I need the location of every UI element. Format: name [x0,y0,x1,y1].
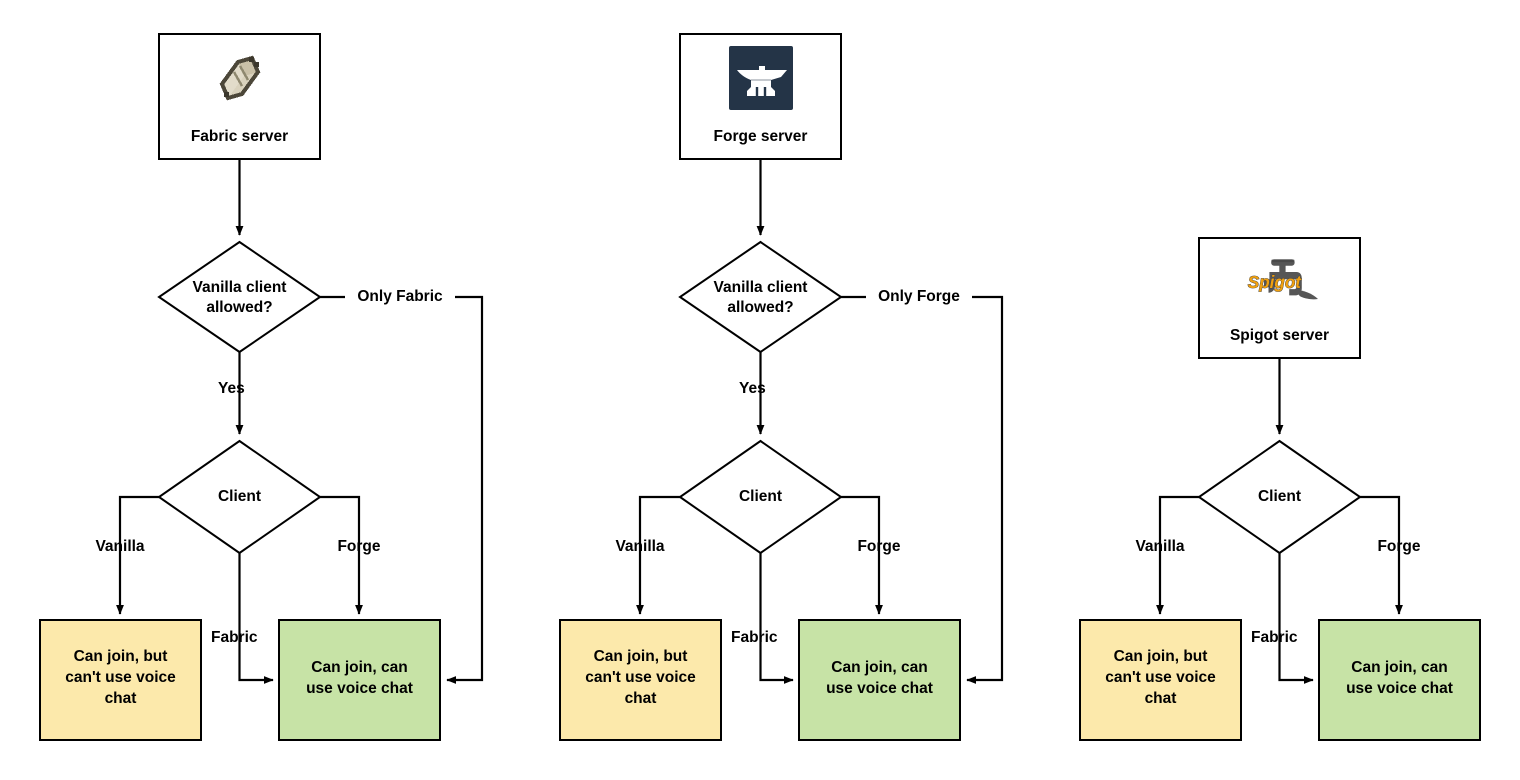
edge-spigot-forge [1360,495,1403,615]
edge-spigot-fabric-label: Fabric [1251,629,1298,646]
edge-fabric-yes-label: Yes [218,380,245,397]
edge-forge-fabric [759,553,794,684]
fabric-outcome-no-voice-box[interactable] [39,619,202,741]
fabric-outcome-voice-label-2: use voice chat [306,680,413,697]
forge-outcome-voice-label-1: Can join, can [831,659,927,676]
forge-vanilla-decision-diamond[interactable] [678,240,843,354]
fabric-vanilla-decision-diamond[interactable] [157,240,322,354]
edge-forge-forge-label: Forge [857,538,900,555]
edge-forge-fabric-label: Fabric [731,629,778,646]
fabric-outcome-no-voice-label-3: chat [105,690,137,707]
spigot-outcome-voice-label-1: Can join, can [1351,659,1447,676]
spigot-server-box[interactable] [1198,237,1361,359]
fabric-vanilla-decision-label-2: allowed? [206,299,272,316]
edge-fabric-forge [320,495,363,615]
edge-fabric-vanilla [116,495,159,615]
forge-outcome-no-voice-label-3: chat [625,690,657,707]
forge-client-label: Client [739,488,782,505]
forge-outcome-no-voice-box[interactable] [559,619,722,741]
edge-only-fabric [446,295,484,684]
edge-only-forge-label: Only Forge [878,288,960,305]
forge-vanilla-decision-label-1: Vanilla client [714,279,808,296]
column-spigot: Spigot server Client Vanilla Forge Fabri… [1079,237,1481,741]
spigot-outcome-no-voice-label-1: Can join, but [1114,648,1208,665]
spigot-outcome-no-voice-label-3: chat [1145,690,1177,707]
edge-only-forge [966,295,1004,684]
edge-fabric-forge-label: Forge [337,538,380,555]
edge-spigot-vanilla-label: Vanilla [1135,538,1184,555]
forge-outcome-voice-box[interactable] [798,619,961,741]
column-fabric: Fabric server Vanilla client allowed? On… [39,33,484,741]
edge-spigot-forge-label: Forge [1377,538,1420,555]
fabric-outcome-voice-box[interactable] [278,619,441,741]
edge-fabric-fabric [238,553,274,684]
column-forge: Forge server Vanilla client allowed? Onl… [559,33,1004,741]
edge-only-fabric-label: Only Fabric [357,288,443,305]
forge-outcome-voice-label-2: use voice chat [826,680,933,697]
forge-server-label: Forge server [714,128,808,145]
edge-spigot-fabric [1278,553,1314,684]
forge-outcome-no-voice-label-2: can't use voice [585,669,696,686]
fabric-client-label: Client [218,488,261,505]
spigot-server-label: Spigot server [1230,327,1329,344]
edge-fabric-fabric-label: Fabric [211,629,258,646]
fabric-outcome-no-voice-label-2: can't use voice [65,669,176,686]
fabric-outcome-voice-label-1: Can join, can [311,659,407,676]
fabric-vanilla-decision-label-1: Vanilla client [193,279,287,296]
spigot-outcome-voice-label-2: use voice chat [1346,680,1453,697]
fabric-server-label: Fabric server [191,128,288,145]
edge-forge-vanilla-label: Vanilla [615,538,664,555]
forge-vanilla-decision-label-2: allowed? [727,299,793,316]
spigot-client-label: Client [1258,488,1301,505]
edge-fabric-vanilla-label: Vanilla [95,538,144,555]
spigot-outcome-voice-box[interactable] [1318,619,1481,741]
forge-anvil-icon [729,46,793,110]
fabric-outcome-no-voice-label-1: Can join, but [74,648,168,665]
spigot-outcome-no-voice-box[interactable] [1079,619,1242,741]
edge-forge-vanilla [636,495,680,615]
spigot-outcome-no-voice-label-2: can't use voice [1105,669,1216,686]
edge-spigot-vanilla [1156,495,1199,615]
edge-forge-forge [841,495,883,615]
edge-forge-yes-label: Yes [739,380,766,397]
forge-outcome-no-voice-label-1: Can join, but [594,648,688,665]
